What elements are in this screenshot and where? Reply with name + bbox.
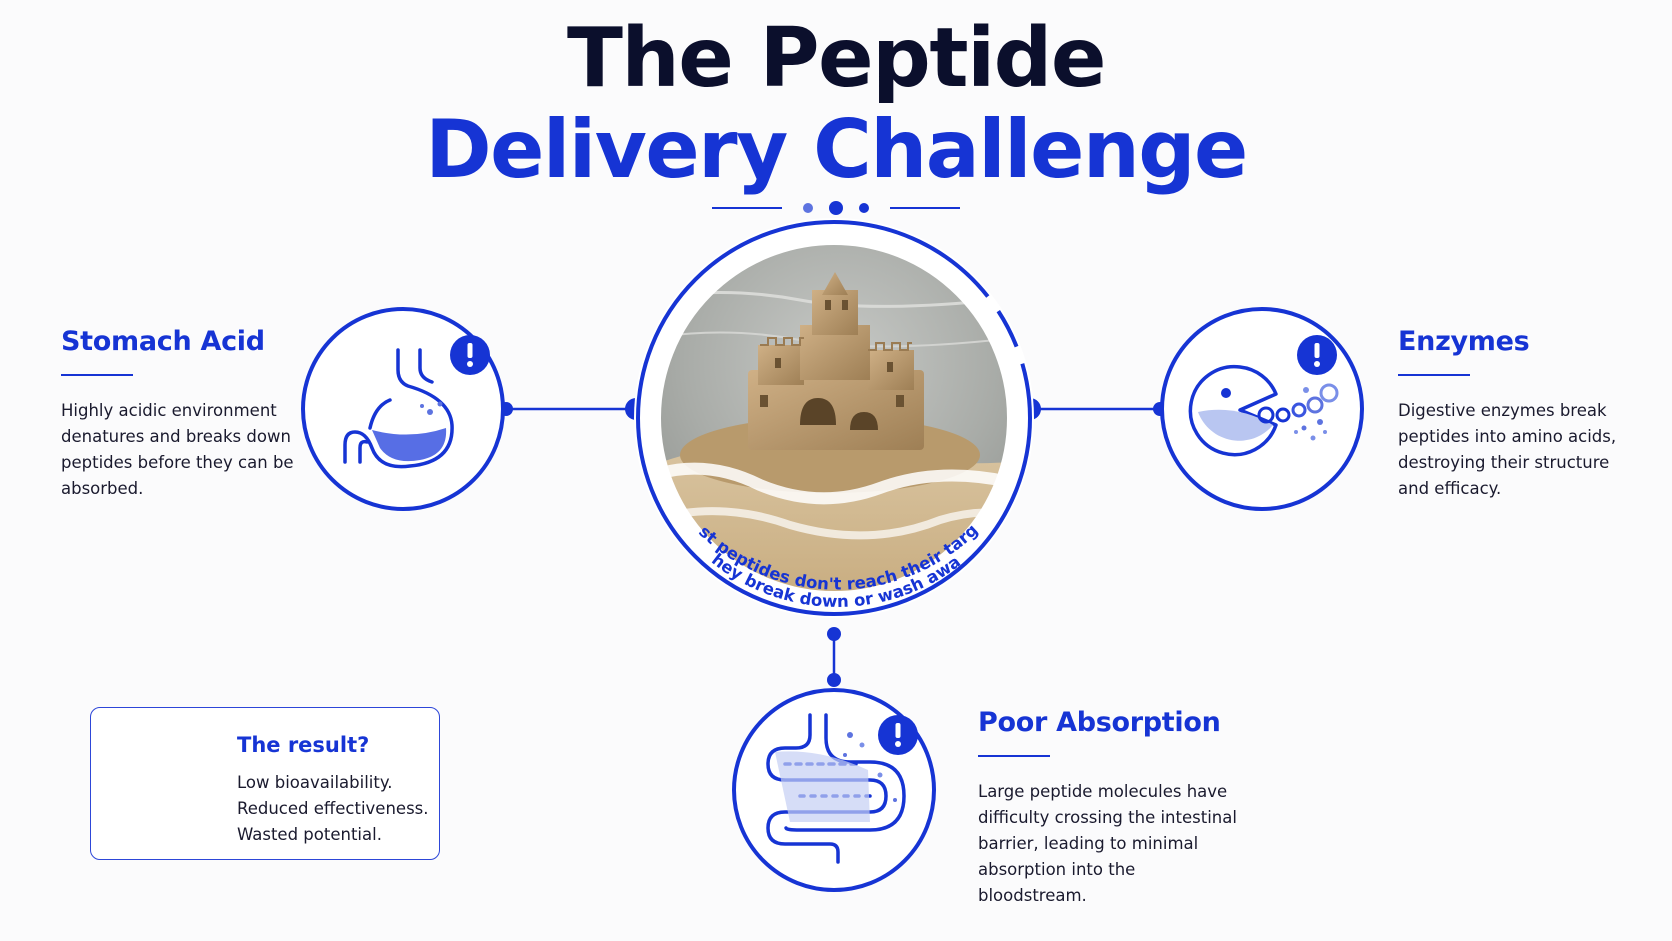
title-underline [1398,374,1470,376]
result-line: Low bioavailability. [237,773,393,792]
stomach-icon [343,348,454,469]
page-title-line-1: The Peptide [566,11,1107,106]
alert-icon [450,335,490,375]
section-title: Poor Absorption [978,707,1221,738]
divider-dot [859,203,869,213]
enzyme-pacman-icon [1188,364,1339,457]
connector-bottom [827,627,841,687]
result-line: Reduced effectiveness. [237,799,429,818]
alert-icon [1297,335,1337,375]
section-poor-absorption: Poor Absorption Large peptide molecules … [978,707,1248,909]
divider-dot [803,203,813,213]
result-lines: Low bioavailability. Reduced effectivene… [237,770,429,848]
connector-right [1019,398,1167,420]
enzymes-circle [1160,307,1364,511]
alert-icon [878,715,918,755]
connector-left [499,398,647,420]
divider-dot [829,201,843,215]
section-enzymes: Enzymes Digestive enzymes break peptides… [1398,326,1628,502]
result-box: The result? Low bioavailability. Reduced… [90,707,440,860]
title-underline [61,374,133,376]
title-divider [712,201,960,215]
section-title: Enzymes [1398,326,1530,357]
stomach-acid-circle [301,307,505,511]
section-description: Large peptide molecules have difficulty … [978,782,1237,905]
title-underline [978,755,1050,757]
poor-absorption-circle [732,688,936,892]
center-sandcastle-image [634,218,1034,618]
section-stomach-acid: Stomach Acid Highly acidic environment d… [61,326,301,502]
page-title-line-2: Delivery Challenge [425,103,1248,196]
section-description: Digestive enzymes break peptides into am… [1398,401,1617,498]
result-title: The result? [237,733,370,757]
section-title: Stomach Acid [61,326,265,357]
result-line: Wasted potential. [237,825,382,844]
section-description: Highly acidic environment denatures and … [61,401,294,498]
